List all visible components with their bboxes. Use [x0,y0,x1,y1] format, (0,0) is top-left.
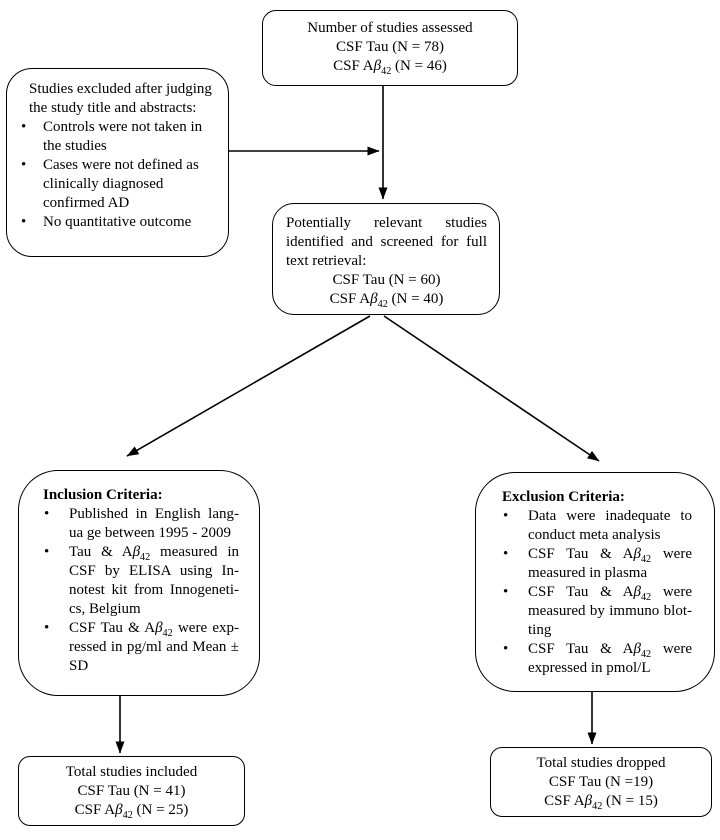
screened-abeta-count: CSF Aβ42 (N = 40) [329,291,444,310]
dropped-abeta-count: CSF Aβ42 (N = 15) [544,793,658,812]
excluded-bullet-list: Controls were not taken in the studies C… [21,118,218,232]
screened-tau-count: CSF Tau (N = 60) [332,272,441,288]
box-inclusion-criteria: Inclusion Criteria: Published in English… [18,470,260,696]
assessed-title: Number of studies assessed [307,20,473,36]
excluded-bullet: No quantitative outcome [19,213,218,232]
included-title: Total studies included [65,764,198,780]
exclusion-bullet-list: Data were inadequate to conduct meta ana… [502,507,692,678]
inclusion-bullet: CSF Tau & Aβ42 were exp-ressed in pg/ml … [43,619,239,676]
exclusion-heading: Exclusion Criteria: [502,489,625,505]
inclusion-heading: Inclusion Criteria: [43,487,163,503]
exclusion-bullet: CSF Tau & Aβ42 were measured in plasma [502,545,692,583]
exclusion-bullet: Data were inadequate to conduct meta ana… [502,507,692,545]
inclusion-bullet: Tau & Aβ42 measured in CSF by ELISA usin… [43,543,239,619]
box-potentially-relevant: Potentially relevant studies identified … [272,203,500,315]
excluded-intro: Studies excluded after judging the study… [29,81,212,116]
exclusion-bullet: CSF Tau & Aβ42 were measured by immuno b… [502,583,692,640]
dropped-title: Total studies dropped [536,755,666,771]
box-exclusion-criteria: Exclusion Criteria: Data were inadequate… [475,472,715,692]
exclusion-bullet: CSF Tau & Aβ42 were expressed in pmol/L [502,640,692,678]
excluded-bullet: Cases were not defined as clinically dia… [19,156,218,213]
inclusion-bullet: Published in English lang-ua ge between … [43,505,239,543]
box-studies-excluded: Studies excluded after judging the study… [6,68,229,257]
arrow-screened-to-exclusion [383,315,600,462]
excluded-bullet: Controls were not taken in the studies [19,118,218,156]
dropped-tau-count: CSF Tau (N =19) [548,774,654,790]
assessed-abeta-count: CSF Aβ42 (N = 46) [333,58,447,77]
assessed-tau-count: CSF Tau (N = 78) [336,39,444,55]
box-total-included: Total studies included CSF Tau (N = 41) … [18,756,245,826]
screened-intro: Potentially relevant studies identified … [286,215,487,269]
included-abeta-count: CSF Aβ42 (N = 25) [74,802,189,821]
box-studies-assessed: Number of studies assessed CSF Tau (N = … [262,10,518,86]
included-tau-count: CSF Tau (N = 41) [77,783,186,799]
arrow-screened-to-inclusion [126,315,371,457]
box-total-dropped: Total studies dropped CSF Tau (N =19) CS… [490,747,712,817]
inclusion-bullet-list: Published in English lang-ua ge between … [43,505,239,676]
